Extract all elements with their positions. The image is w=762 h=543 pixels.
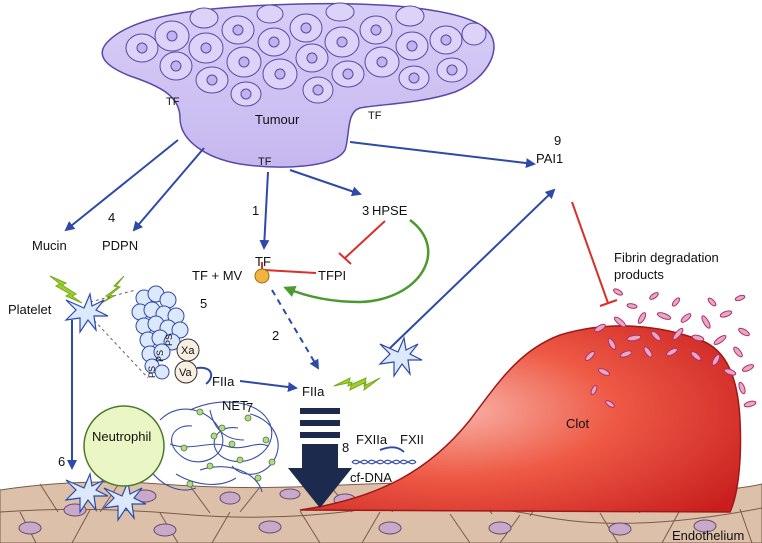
neutrophil-cell — [83, 405, 165, 487]
net-granules — [180, 408, 276, 488]
arrow-tumour-to-mucin — [64, 139, 179, 232]
tumour — [101, 2, 495, 168]
arrow-tf-to-hpse — [289, 169, 362, 197]
fibrin-degradation-fragments — [584, 288, 757, 408]
ps-label-2: PS — [155, 350, 165, 362]
step-8-number: 8 — [342, 440, 349, 455]
step-3-number: 3 — [362, 203, 369, 218]
hpse-inhibits-tfpi — [344, 220, 386, 259]
fiia-small-label: FIIa — [212, 374, 235, 389]
xa-label: Xa — [181, 345, 195, 357]
net-label: NET — [222, 398, 248, 413]
inhibition-lines — [261, 201, 618, 307]
tfpi-label: TFPI — [318, 268, 346, 283]
mucin-label: Mucin — [32, 238, 67, 253]
blue-arrows — [64, 139, 556, 470]
tf-mv-label: TF + MV — [192, 268, 243, 283]
step-7-number: 7 — [246, 400, 253, 415]
activation-zigzags — [49, 275, 381, 392]
ps-label-3: PS — [147, 366, 157, 378]
activated-platelet-cluster — [131, 285, 189, 380]
factor-va — [174, 360, 198, 384]
arrow-platelet-to-pai1 — [387, 188, 556, 351]
tf-particle-label: TF — [255, 254, 271, 269]
pdpn-label: PDPN — [102, 238, 138, 253]
tfpi-inhibits-tf — [263, 269, 317, 274]
hpse-activates-tf-curve — [283, 219, 430, 304]
fxii-activation-curve — [379, 446, 405, 453]
net-strands — [149, 401, 279, 493]
clot-label: Clot — [566, 416, 590, 431]
step-1-number: 1 — [252, 203, 259, 218]
step-5-number: 5 — [200, 296, 207, 311]
zoom-lines — [89, 289, 149, 379]
neutrophil-label: Neutrophil — [92, 429, 151, 444]
hpse-label: HPSE — [372, 203, 408, 218]
fxiia-label: FXIIa — [356, 432, 388, 447]
tumour-label: Tumour — [255, 112, 300, 127]
cf-dna-label: cf-DNA — [350, 470, 392, 485]
platelet-bottom-1 — [64, 471, 109, 514]
prothrombinase-link — [196, 366, 213, 385]
platelet-bottom-2 — [102, 479, 147, 522]
pai1-label: PAI1 — [536, 151, 563, 166]
platelet-stars — [64, 291, 423, 522]
platelet-label: Platelet — [8, 302, 52, 317]
fibrin-degradation-label-line2: products — [614, 267, 664, 282]
step-9-number: 9 — [554, 133, 561, 148]
endothelium-label: Endothelium — [672, 528, 744, 543]
step-6-number: 6 — [58, 454, 65, 469]
tf-left-label: TF — [166, 96, 180, 108]
arrow-tumour-to-pai1 — [349, 141, 536, 169]
platelet-left — [64, 291, 109, 334]
step-2-number: 2 — [272, 328, 279, 343]
fiia-center-label: FIIa — [302, 384, 325, 399]
fibrin-degradation-label: Fibrin degradation — [614, 250, 719, 265]
va-label: Va — [179, 367, 193, 379]
pai1-inhibits-fibrinolysis — [571, 201, 609, 304]
tf-right-label: TF — [368, 110, 382, 122]
arrow-tfmv-to-fiia-dashed — [271, 289, 320, 370]
arrow-fiia-to-fiia — [239, 380, 298, 392]
tf-bottom-label: TF — [258, 156, 272, 168]
arrow-tumour-to-pdpn — [132, 147, 205, 232]
thrombin-deposition-arrow — [288, 408, 352, 508]
clot-shape — [299, 325, 742, 513]
microvesicle-particle — [254, 268, 270, 284]
arrow-tf-to-tfmv — [259, 171, 270, 250]
fxii-label: FXII — [400, 432, 424, 447]
ps-label-1: PS — [164, 334, 174, 346]
cf-dna-strand — [351, 459, 417, 465]
platelet-right — [378, 335, 423, 378]
step-4-number: 4 — [108, 210, 115, 225]
